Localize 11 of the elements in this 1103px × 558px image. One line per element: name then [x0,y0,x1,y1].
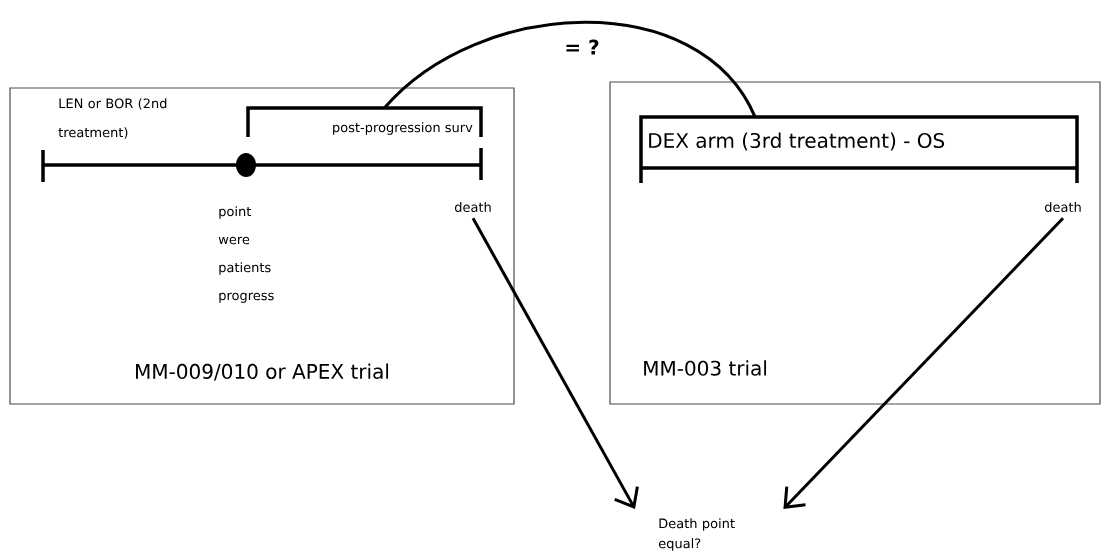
bracket: post-progression surv [246,106,483,137]
question-text: Death point equal? [658,518,735,551]
bracket: DEX arm (3rd treatment) - OS [639,115,1079,185]
event-label: death [454,201,491,213]
connector-arc [383,20,757,118]
annotation-text: LEN or BOR (2nd treatment) [58,98,167,139]
edge-label: = ? [563,38,601,56]
arrow [783,217,1065,509]
event-label: death [1044,201,1081,213]
arrow [471,217,639,509]
annotation-text: point were patients progress [218,206,274,303]
